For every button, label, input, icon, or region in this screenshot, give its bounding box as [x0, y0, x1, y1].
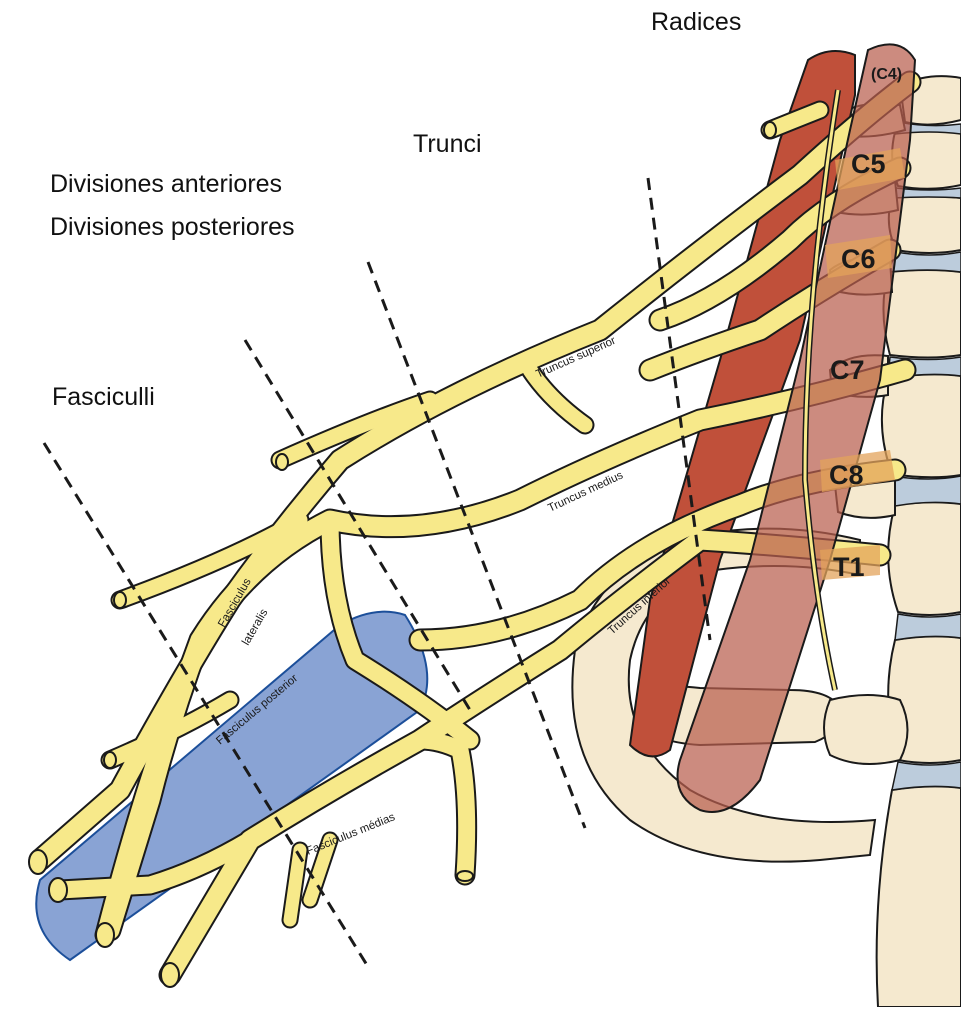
vertebra-c7 — [883, 270, 961, 358]
root-label-c8: C8 — [829, 460, 864, 490]
rib-head — [824, 695, 908, 764]
heading-trunci: Trunci — [413, 130, 482, 158]
root-label-c7: C7 — [830, 355, 865, 385]
label-fasciculus-medias: Fasciculus médias — [305, 811, 397, 858]
vertebra-t2 — [888, 502, 961, 615]
root-label-c6: C6 — [841, 244, 876, 274]
heading-divisiones-anteriores: Divisiones anteriores — [50, 170, 282, 198]
root-label-c4: (C4) — [871, 66, 902, 83]
heading-fasciculi: Fasciculli — [52, 383, 155, 411]
heading-divisiones-posteriores: Divisiones posteriores — [50, 213, 295, 241]
vertebra-t4 — [877, 786, 961, 1007]
root-label-c5: C5 — [851, 149, 886, 179]
heading-radices: Radices — [651, 8, 741, 36]
root-label-t1: T1 — [833, 552, 865, 582]
label-fasciculus-lateralis-line2: lateralis — [240, 607, 270, 648]
